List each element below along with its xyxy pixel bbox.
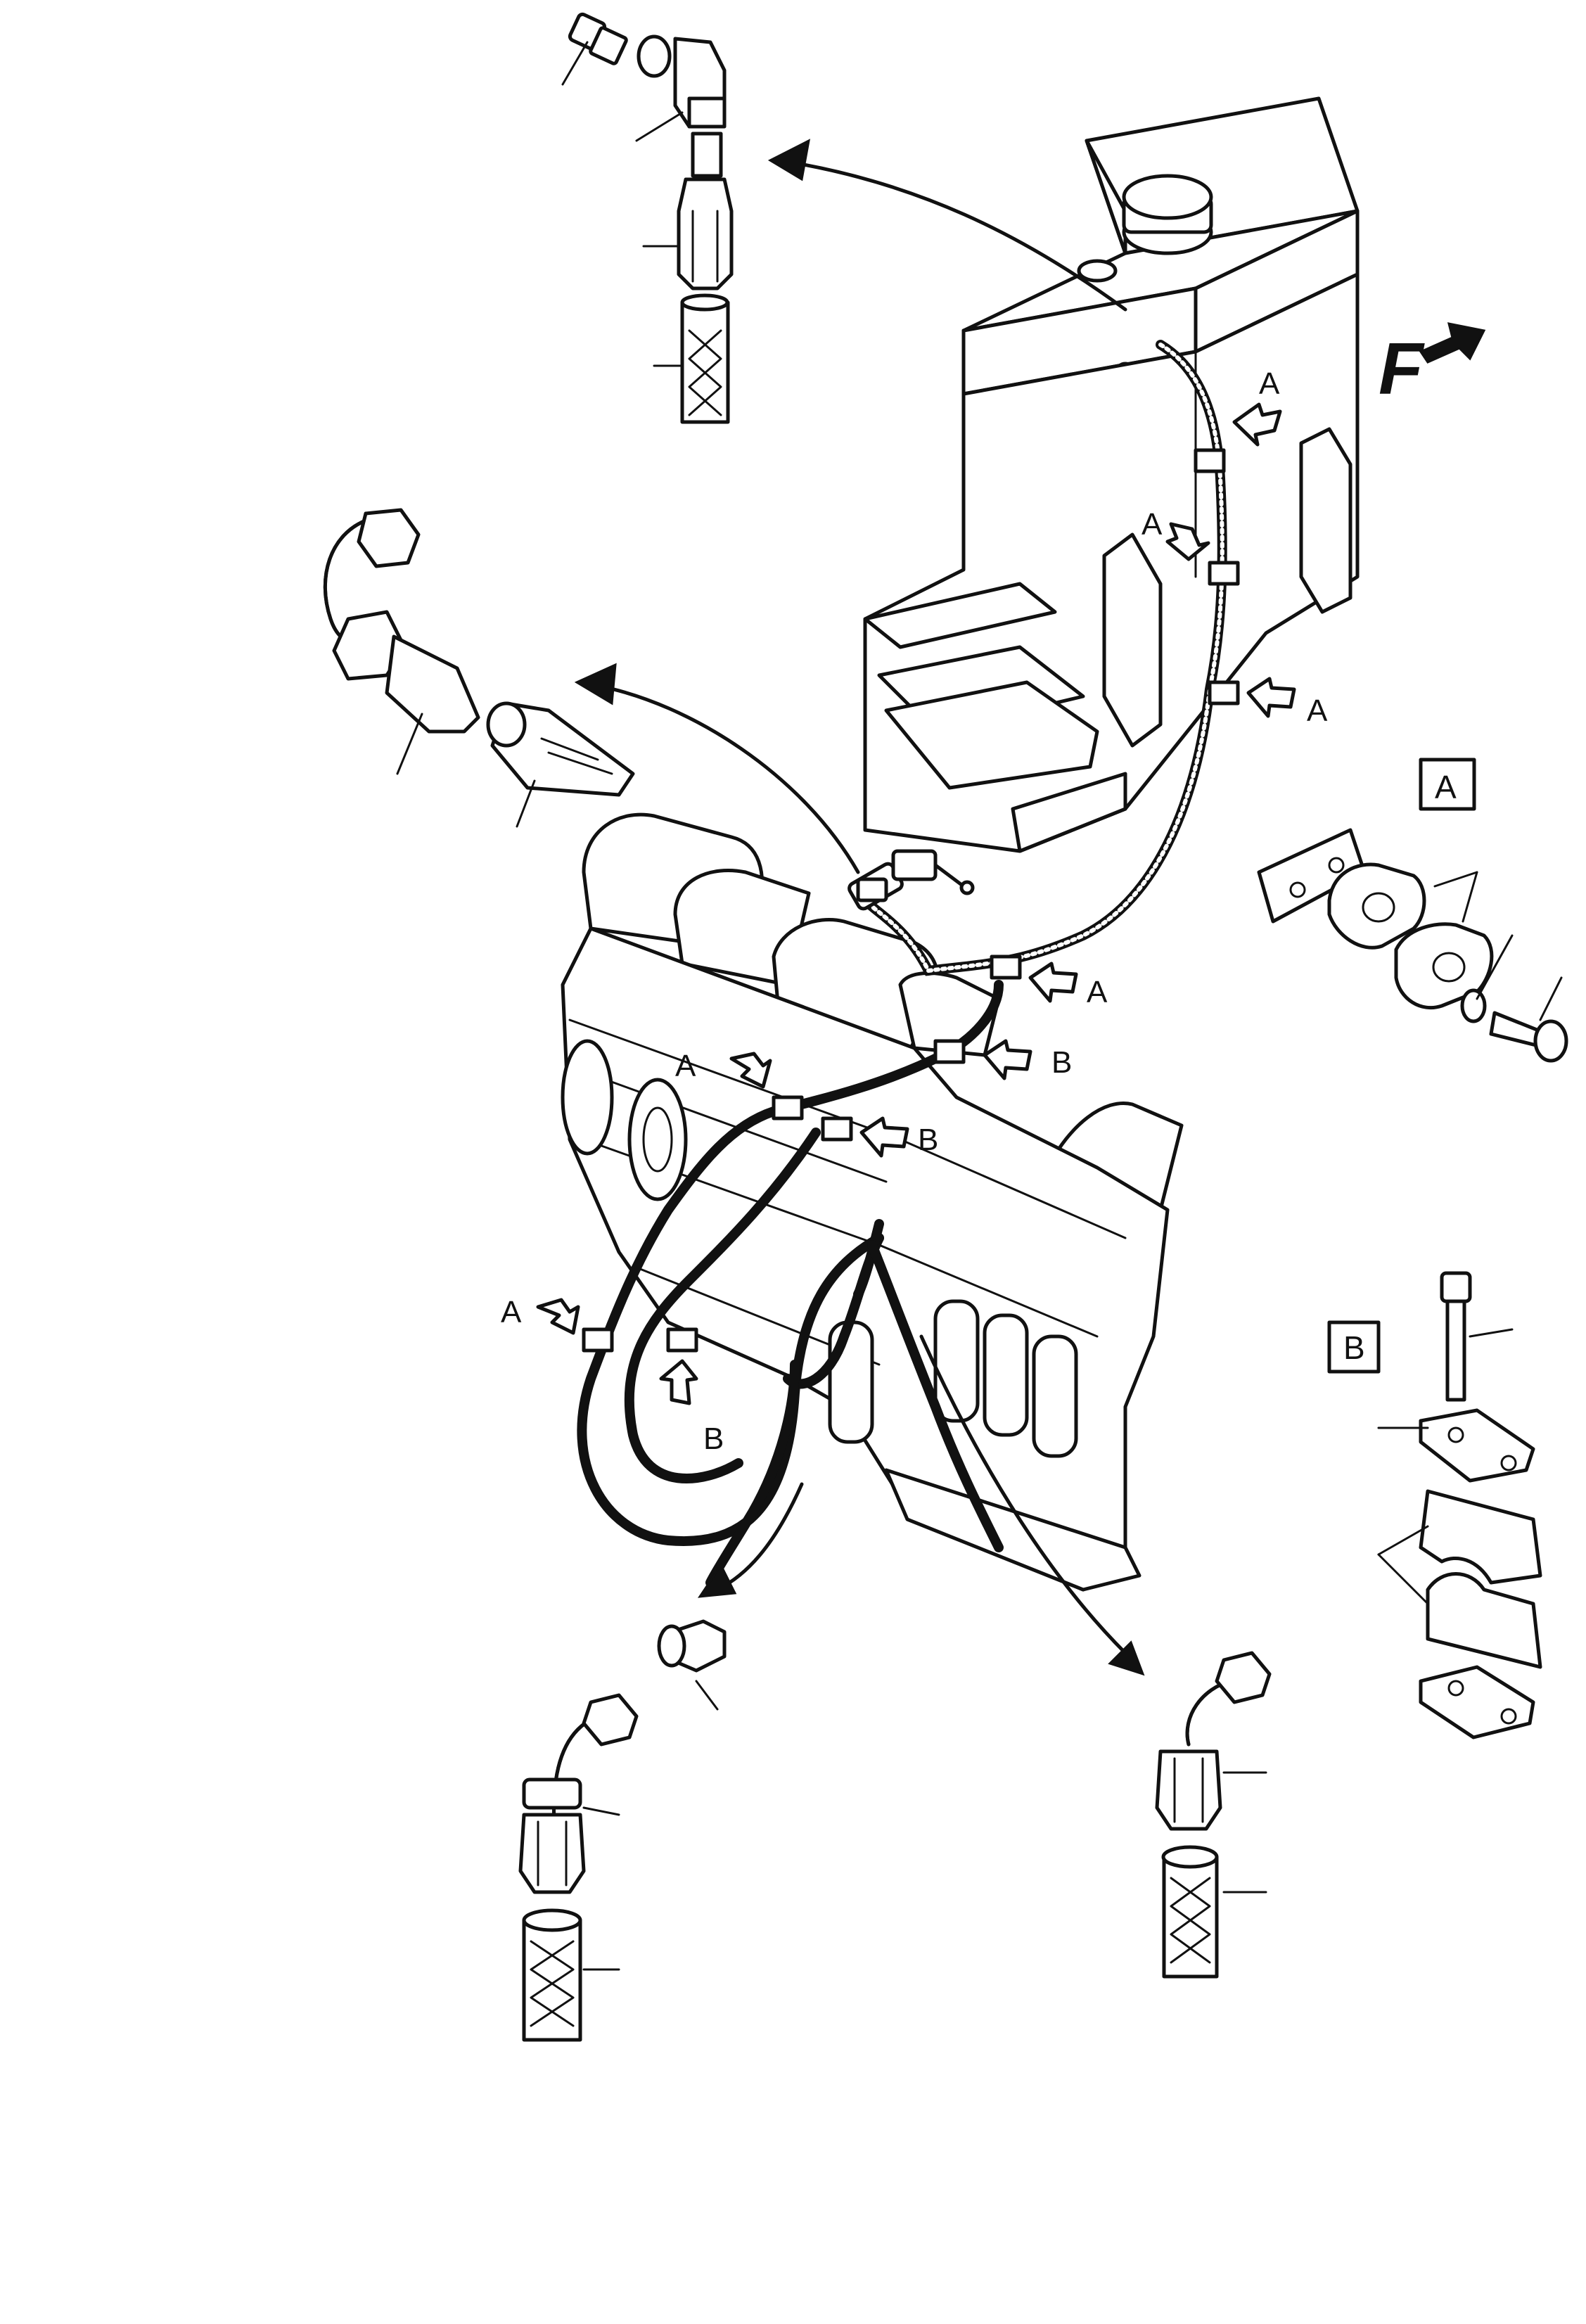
callout-a-1-label: A xyxy=(1259,366,1280,401)
front-label: F xyxy=(1379,328,1425,410)
clamp-b-2 xyxy=(821,1116,853,1142)
hydraulic-tank xyxy=(863,96,1360,853)
callout-b-1-label: B xyxy=(1051,1045,1072,1080)
callout-b-1: B xyxy=(983,1039,1072,1080)
detail-box-a-label: A xyxy=(1435,769,1457,805)
clamp-a-2 xyxy=(1208,561,1240,586)
callout-a-4: A xyxy=(1028,962,1108,1009)
clamp-a-5 xyxy=(772,1095,804,1120)
detail-bottom-right-fitting xyxy=(1155,1651,1272,1979)
callout-a-4-label: A xyxy=(1087,975,1108,1009)
detail-b-clamp: B xyxy=(1327,1271,1542,1739)
callout-b-2-label: B xyxy=(918,1123,938,1157)
callout-a-6: A xyxy=(501,1295,580,1335)
detail-left-fitting xyxy=(323,508,635,828)
clamp-callouts: A A A A B A B A xyxy=(501,366,1328,1456)
callout-b-3: B xyxy=(659,1359,724,1456)
callout-a-5: A xyxy=(675,1049,772,1089)
detail-bottom-left-fitting xyxy=(518,1619,727,2042)
shutoff-valve xyxy=(848,849,975,911)
callout-b-3-label: B xyxy=(703,1422,724,1456)
callout-b-2: B xyxy=(859,1116,938,1158)
clamp-b-1 xyxy=(933,1039,966,1064)
callout-a-6-label: A xyxy=(501,1295,522,1329)
detail-top-fitting xyxy=(561,12,734,424)
clamp-a-4 xyxy=(990,954,1022,980)
front-arrow-icon xyxy=(1419,322,1486,364)
callout-a-2-label: A xyxy=(1141,507,1163,542)
clamp-a-6 xyxy=(582,1327,614,1353)
detail-a-clamp: A xyxy=(1257,758,1568,1063)
clamp-b-3 xyxy=(666,1327,698,1353)
callout-a-2: A xyxy=(1141,507,1210,561)
clamp-a-1 xyxy=(1194,448,1226,473)
callout-a-5-label: A xyxy=(675,1049,696,1083)
hose-clamps xyxy=(582,448,1240,1353)
callout-a-3-label: A xyxy=(1307,694,1328,728)
detail-box-b-label: B xyxy=(1343,1329,1365,1366)
detail-box-b xyxy=(1327,1320,1381,1374)
callout-a-1: A xyxy=(1232,366,1282,447)
callout-a-3: A xyxy=(1246,677,1328,728)
front-direction-indicator: F xyxy=(1379,322,1486,410)
detail-arrows xyxy=(574,139,1145,1676)
clamp-a-3 xyxy=(1208,680,1240,706)
detail-box-a xyxy=(1419,758,1476,811)
